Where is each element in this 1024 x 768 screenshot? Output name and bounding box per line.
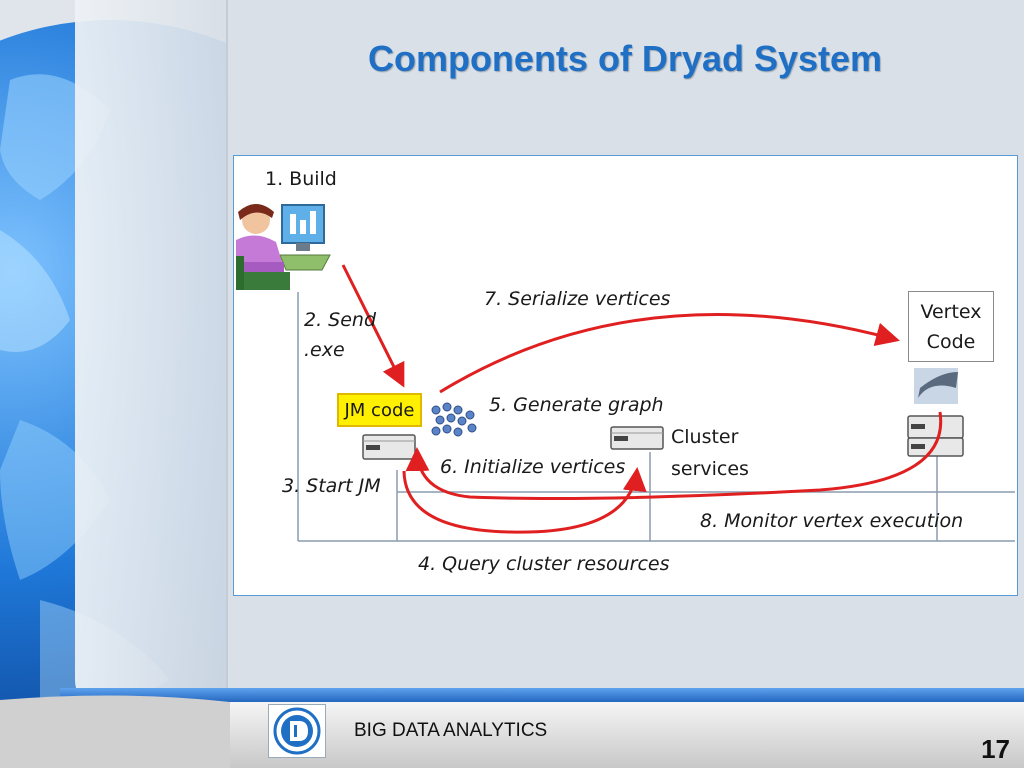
query-cluster-label: 4. Query cluster resources (418, 553, 670, 575)
vertex-label-line2: Code (926, 331, 976, 353)
build-label: 1. Build (265, 168, 337, 190)
monitor-execution-label: 8. Monitor vertex execution (700, 510, 964, 532)
vertex-code-box: Vertex Code (908, 291, 994, 362)
jm-code-box: JM code (337, 393, 422, 427)
generate-graph-label: 5. Generate graph (489, 394, 664, 416)
slide-title: Components of Dryad System (367, 38, 883, 79)
logo-emblem-icon (273, 707, 321, 755)
university-logo (268, 704, 326, 758)
send-label-line2: .exe (304, 339, 345, 361)
start-jm-label: 3. Start JM (282, 475, 381, 497)
cluster-label-line1: Cluster (671, 426, 739, 448)
page-number: 17 (981, 734, 1010, 764)
initialize-vertices-label: 6. Initialize vertices (440, 456, 626, 478)
serialize-vertices-label: 7. Serialize vertices (484, 288, 671, 310)
send-label-line1: 2. Send (304, 309, 377, 331)
cluster-label-line2: services (671, 458, 749, 480)
footer-course-title: BIG DATA ANALYTICS (354, 720, 548, 741)
vertex-label-line1: Vertex (920, 301, 982, 323)
